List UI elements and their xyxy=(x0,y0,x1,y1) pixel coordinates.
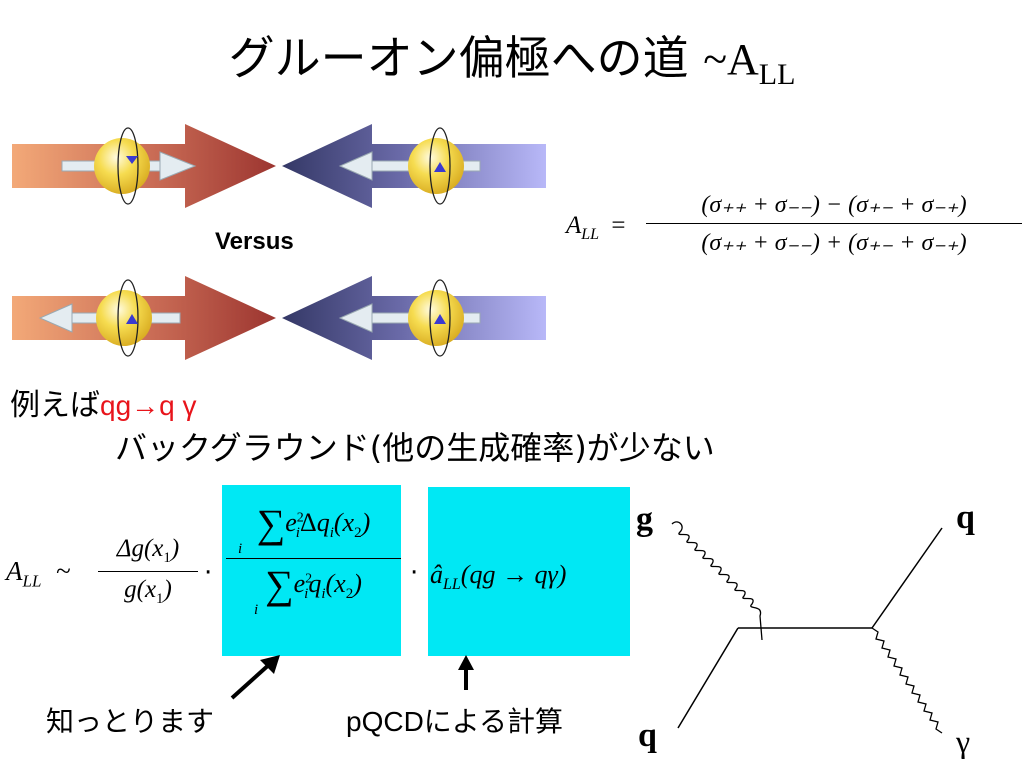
rotation-arrow-icon xyxy=(434,162,446,172)
outgoing-quark-line xyxy=(871,527,943,629)
pdf-denominator: ∑e2iqi(x2) i xyxy=(226,559,401,619)
rotation-arrow-icon xyxy=(126,314,138,324)
label-gluon: g xyxy=(636,501,653,538)
versus-label: Versus xyxy=(215,228,294,255)
fraction-bar xyxy=(646,223,1022,224)
pdf-numerator: ∑e2iΔqi(x2) i xyxy=(226,500,401,557)
asymmetry-fraction: (σ₊₊ + σ₋₋) − (σ₊₋ + σ₋₊) (σ₊₊ + σ₋₋) + … xyxy=(646,190,1022,257)
dot-operator: · xyxy=(204,558,213,588)
proton-left-icon xyxy=(94,138,150,194)
known-pdf-highlight xyxy=(222,485,401,656)
spin-configuration-figure xyxy=(12,124,546,360)
photon-line xyxy=(871,627,943,734)
sum-index: i xyxy=(295,525,300,542)
gluon-denominator: g(x1) xyxy=(124,576,172,607)
feynman-diagram: g q q γ xyxy=(636,499,975,759)
rotation-arrow-icon xyxy=(434,314,446,324)
incoming-quark-line xyxy=(677,627,739,729)
partonic-asymmetry: âLL(qg → qγ) xyxy=(430,560,566,594)
lhs-subscript: LL xyxy=(22,571,42,591)
formula-lhs: A xyxy=(566,212,582,239)
dot-operator: · xyxy=(410,558,419,588)
index-2: 2 xyxy=(354,525,362,542)
charge-symbol: e xyxy=(285,508,297,537)
rotation-ring-icon xyxy=(117,127,139,205)
row-same-helicity xyxy=(12,124,546,208)
gluon-den-text: g(x xyxy=(124,576,157,603)
rotation-arrow-icon xyxy=(126,156,138,164)
index-1: 1 xyxy=(156,591,164,607)
pqcd-highlight xyxy=(428,487,630,656)
partonic-process: (qg → qγ) xyxy=(460,560,567,589)
title-tilde: ~ xyxy=(703,35,727,84)
example-prefix: 例えば xyxy=(10,388,100,423)
rotation-ring-icon xyxy=(117,279,139,357)
pdf-ratio: ∑e2iΔqi(x2) i ∑e2iqi(x2) i xyxy=(226,500,401,619)
proton-right-icon xyxy=(408,138,464,194)
all-approx-lhs: ALL ~ xyxy=(6,556,71,591)
example-line: 例えばqg→q γ xyxy=(10,380,197,424)
pdf-fraction-bar xyxy=(226,558,401,559)
proton-left-icon xyxy=(96,290,152,346)
asymmetry-formula: ALL = xyxy=(566,212,625,244)
gluon-line xyxy=(671,521,763,641)
known-arrow-icon xyxy=(230,655,280,700)
partonic-symbol: â xyxy=(430,560,443,589)
background-note: バックグラウンド(他の生成確率)が少ない xyxy=(115,429,715,467)
gluon-fraction-bar xyxy=(98,571,198,572)
sum-index-below: i xyxy=(238,541,243,557)
formula-equals: = xyxy=(611,212,626,239)
row-opposite-helicity xyxy=(12,276,546,360)
slide-title: グルーオン偏極への道 ~ALL xyxy=(0,22,1024,92)
sum-index: i xyxy=(329,525,334,542)
partonic-subscript: LL xyxy=(443,576,461,594)
charge-symbol: e xyxy=(293,569,306,598)
gluon-num-text: Δg(x xyxy=(116,535,164,562)
formula-denominator: (σ₊₊ + σ₋₋) + (σ₊₋ + σ₋₊) xyxy=(701,230,967,256)
pqcd-japanese: による計算 xyxy=(423,705,563,738)
label-incoming-quark: q xyxy=(638,717,657,754)
sum-index: i xyxy=(321,586,326,603)
formula-lhs-sub: LL xyxy=(581,226,600,243)
rotation-ring-icon xyxy=(429,279,451,357)
formula-numerator: (σ₊₊ + σ₋₋) − (σ₊₋ + σ₋₊) xyxy=(701,192,967,218)
index-2: 2 xyxy=(345,586,354,603)
title-subscript: LL xyxy=(758,58,796,91)
approx-sign: ~ xyxy=(56,556,71,586)
label-outgoing-quark: q xyxy=(956,499,975,536)
gluon-ratio: Δg(x1) g(x1) xyxy=(98,535,198,608)
pqcd-latin: pQCD xyxy=(346,706,424,737)
pqcd-arrow-icon xyxy=(458,655,474,690)
rotation-ring-icon xyxy=(429,127,451,205)
proton-right-icon xyxy=(408,290,464,346)
title-symbol: A xyxy=(727,35,759,84)
pqcd-annotation: pQCDによる計算 xyxy=(346,700,563,740)
title-japanese: グルーオン偏極への道 xyxy=(228,31,704,85)
example-process: qg→q γ xyxy=(100,390,197,421)
gluon-numerator: Δg(x1) xyxy=(116,535,180,566)
known-annotation: 知っとります xyxy=(46,705,215,738)
sum-index: i xyxy=(304,586,309,603)
index-1: 1 xyxy=(163,550,171,566)
label-photon: γ xyxy=(955,723,970,759)
sum-index-below: i xyxy=(254,602,259,618)
annotation-arrows xyxy=(230,655,474,700)
lhs-symbol: A xyxy=(6,556,23,586)
